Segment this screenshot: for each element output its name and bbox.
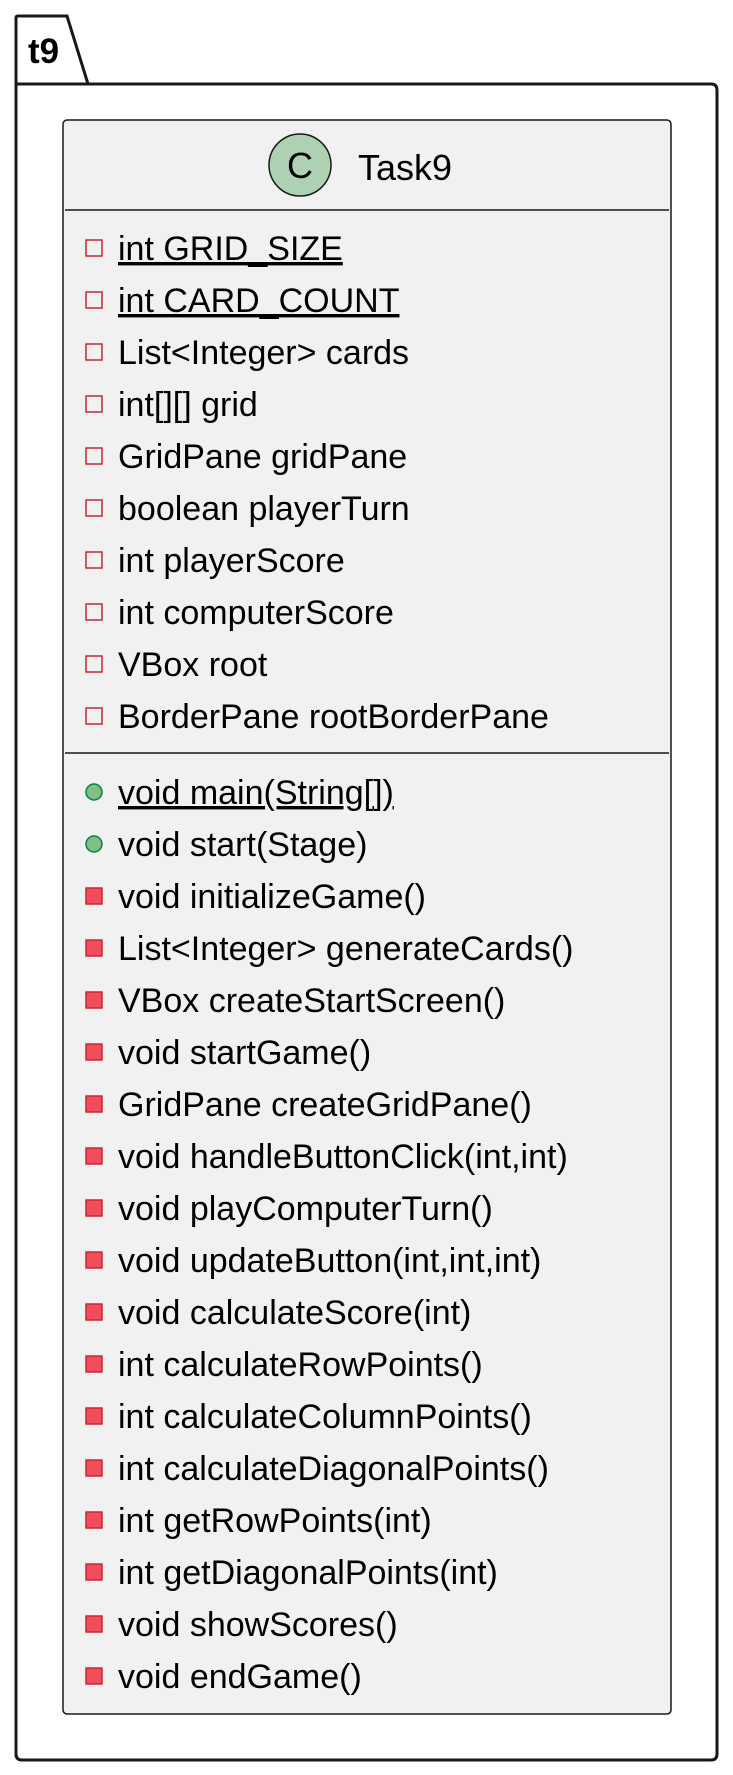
private-visibility-icon [85,291,103,309]
class-stereotype-letter: C [287,145,313,186]
class-name: Task9 [358,147,452,188]
private-visibility-icon [85,1303,103,1321]
field-text: int[][] grid [118,386,258,424]
field-row: int CARD_COUNT [85,282,399,320]
method-text: int calculateColumnPoints() [118,1398,532,1436]
field-row: BorderPane rootBorderPane [85,698,549,736]
method-row: int getRowPoints(int) [85,1502,432,1540]
private-visibility-icon [85,499,103,517]
field-text: List<Integer> cards [118,334,409,372]
private-visibility-icon [85,1355,103,1373]
private-visibility-icon [85,655,103,673]
method-row: void handleButtonClick(int,int) [85,1138,568,1176]
field-row: int GRID_SIZE [85,230,343,268]
field-text: int GRID_SIZE [118,230,343,268]
private-visibility-icon [85,239,103,257]
field-text: VBox root [118,646,268,684]
private-visibility-icon [85,343,103,361]
method-row: void calculateScore(int) [85,1294,471,1332]
field-row: int playerScore [85,542,345,580]
private-visibility-icon [85,1511,103,1529]
private-visibility-icon [85,1199,103,1217]
field-row: List<Integer> cards [85,334,409,372]
field-text: boolean playerTurn [118,490,410,528]
method-row: List<Integer> generateCards() [85,930,573,968]
private-visibility-icon [85,1563,103,1581]
field-row: int[][] grid [85,386,258,424]
field-row: boolean playerTurn [85,490,410,528]
field-row: GridPane gridPane [85,438,407,476]
field-text: GridPane gridPane [118,438,407,476]
method-text: void initializeGame() [118,878,426,916]
private-visibility-icon [85,887,103,905]
method-row: void initializeGame() [85,878,426,916]
package-border [14,14,719,1762]
method-row: void showScores() [85,1606,398,1644]
method-text: void endGame() [118,1658,362,1696]
private-visibility-icon [85,603,103,621]
method-text: List<Integer> generateCards() [118,930,573,968]
private-visibility-icon [85,939,103,957]
private-visibility-icon [85,447,103,465]
method-row: void endGame() [85,1658,362,1696]
method-row: VBox createStartScreen() [85,982,505,1020]
method-row: void playComputerTurn() [85,1190,493,1228]
method-row: int calculateColumnPoints() [85,1398,532,1436]
private-visibility-icon [85,395,103,413]
field-row: VBox root [85,646,268,684]
method-row: int getDiagonalPoints(int) [85,1554,498,1592]
private-visibility-icon [85,991,103,1009]
private-visibility-icon [85,1043,103,1061]
private-visibility-icon [85,1407,103,1425]
private-visibility-icon [85,1095,103,1113]
method-text: void showScores() [118,1606,398,1644]
private-visibility-icon [85,551,103,569]
private-visibility-icon [85,1459,103,1477]
private-visibility-icon [85,707,103,725]
method-text: void handleButtonClick(int,int) [118,1138,568,1176]
method-text: void startGame() [118,1034,371,1072]
method-row: void main(String[]) [85,774,394,812]
method-row: GridPane createGridPane() [85,1086,532,1124]
field-text: int playerScore [118,542,345,580]
field-text: int computerScore [118,594,394,632]
class-box-body [62,119,672,1715]
method-text: int getDiagonalPoints(int) [118,1554,498,1592]
field-text: BorderPane rootBorderPane [118,698,549,736]
public-visibility-icon [85,783,103,801]
method-row: void updateButton(int,int,int) [85,1242,541,1280]
method-text: int calculateRowPoints() [118,1346,483,1384]
methods-section: void main(String[]) void start(Stage) void… [85,774,573,1696]
method-text: void start(Stage) [118,826,367,864]
method-row: int calculateRowPoints() [85,1346,483,1384]
method-text: void calculateScore(int) [118,1294,471,1332]
method-text: void updateButton(int,int,int) [118,1242,541,1280]
private-visibility-icon [85,1251,103,1269]
method-row: void startGame() [85,1034,371,1072]
public-visibility-icon [85,835,103,853]
class-header: C Task9 [268,133,452,197]
private-visibility-icon [85,1615,103,1633]
private-visibility-icon [85,1147,103,1165]
method-text: VBox createStartScreen() [118,982,505,1020]
method-text: GridPane createGridPane() [118,1086,532,1124]
method-row: int calculateDiagonalPoints() [85,1450,549,1488]
method-text: int getRowPoints(int) [118,1502,432,1540]
package-frame: t9 [14,14,719,1762]
method-row: void start(Stage) [85,826,367,864]
private-visibility-icon [85,1667,103,1685]
class-stereotype-icon [268,133,332,197]
method-text: void playComputerTurn() [118,1190,493,1228]
field-text: int CARD_COUNT [118,282,399,320]
method-text: int calculateDiagonalPoints() [118,1450,549,1488]
method-text: void main(String[]) [118,774,394,812]
package-name: t9 [28,32,59,71]
field-row: int computerScore [85,594,394,632]
